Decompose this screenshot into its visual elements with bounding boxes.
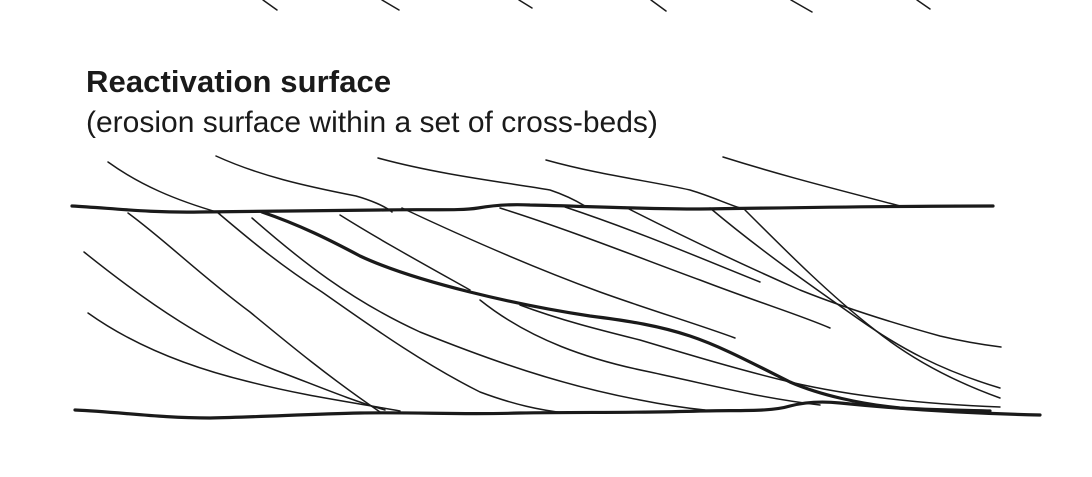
upper-set-foreset-fragments	[262, 0, 931, 13]
upper-bounding-surface	[70, 203, 995, 214]
diagram-title: Reactivation surface	[86, 64, 392, 99]
foreset-line	[127, 212, 381, 413]
upper-fragment	[790, 0, 813, 13]
foreset-line	[709, 207, 1001, 389]
foreset-line	[377, 157, 586, 207]
upper-foresets	[107, 155, 901, 214]
upper-fragment	[916, 0, 931, 10]
foreset-line	[722, 156, 901, 207]
foreset-line	[499, 207, 831, 329]
upper-fragment	[518, 0, 533, 9]
diagram-subtitle: (erosion surface within a set of cross-b…	[86, 106, 658, 139]
upper-fragment	[650, 0, 667, 12]
foreset-line	[744, 209, 1001, 399]
foreset-line	[215, 155, 393, 213]
foreset-line	[216, 211, 566, 414]
foreset-line	[107, 161, 221, 214]
foreset-line	[251, 217, 706, 411]
reactivated-set-foresets	[401, 206, 1002, 408]
reactivation-surface	[260, 210, 992, 413]
upper-fragment	[262, 0, 278, 11]
upper-fragment	[381, 0, 400, 11]
foreset-line	[87, 312, 401, 412]
foreset-line	[545, 159, 741, 209]
foreset-line	[401, 207, 736, 339]
foreset-line	[564, 206, 761, 283]
lower-set-foresets	[83, 211, 706, 414]
foreset-line	[479, 299, 821, 406]
foreset-line	[339, 214, 471, 291]
lower-bounding-surface	[73, 400, 1042, 420]
foreset-line	[83, 251, 386, 411]
bounding-surfaces	[70, 203, 1042, 420]
foreset-line	[519, 304, 1001, 408]
foreset-line	[624, 206, 1002, 348]
